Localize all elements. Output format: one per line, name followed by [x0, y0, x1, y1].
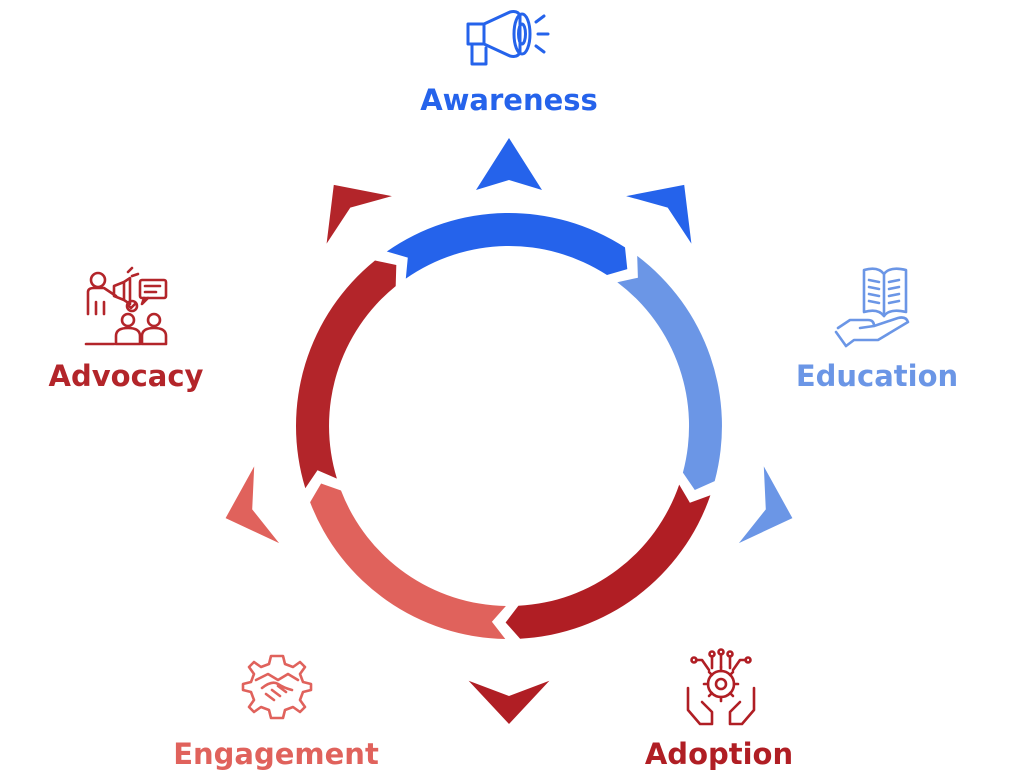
stage-label-education: Education — [795, 359, 959, 393]
cycle-segment-advocacy — [296, 260, 397, 489]
pointer-arrow-engagement — [225, 466, 280, 544]
pointer-arrow-adoption — [468, 680, 550, 724]
cycle-segment-awareness — [386, 213, 628, 279]
stage-label-engagement: Engagement — [173, 737, 379, 771]
cycle-ring — [296, 213, 722, 639]
pointer-arrow-education — [738, 466, 793, 544]
pointer-arrow-advocacy — [326, 184, 392, 244]
stage-label-advocacy: Advocacy — [48, 359, 204, 393]
pointer-arrow-top — [476, 138, 542, 190]
cycle-segment-education — [617, 255, 722, 490]
cycle-segment-adoption — [505, 484, 711, 639]
megaphone-icon — [462, 2, 556, 70]
cycle-segment-engagement — [310, 483, 506, 639]
speaker-audience-icon — [82, 266, 172, 348]
stage-label-adoption: Adoption — [644, 737, 794, 771]
book-in-hand-icon — [834, 262, 920, 352]
handshake-gear-icon — [238, 650, 316, 726]
outer-pointers — [225, 138, 793, 724]
pointer-arrow-awareness — [626, 184, 692, 244]
gear-circuit-hands-icon — [684, 648, 758, 728]
stage-label-awareness: Awareness — [420, 83, 598, 117]
